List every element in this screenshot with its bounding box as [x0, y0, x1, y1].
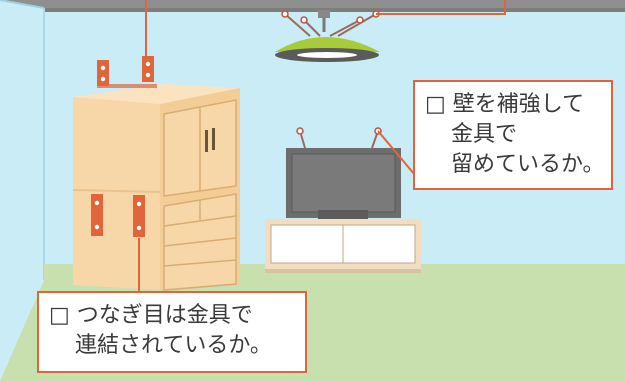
leader-line-tv: [377, 130, 416, 176]
leader-line-light: [376, 0, 506, 15]
ceiling-light-icon: [275, 10, 380, 62]
joint-bracket-icon: [91, 194, 145, 237]
cabinet-icon: [72, 84, 240, 291]
tv-icon: [286, 127, 401, 219]
metal-bracket-icon: [97, 56, 157, 88]
callout-wall-line1: □ 壁を補強して: [425, 92, 585, 117]
callout-wall-reinforcement: □ 壁を補強して 金具で 留めているか。: [413, 80, 613, 190]
callout-joint-line1: □ つなぎ目は金具で: [49, 303, 253, 328]
ceiling: [0, 0, 625, 8]
callout-joint-line2: 連結されているか。: [75, 333, 272, 358]
callout-wall-line2: 金具で: [451, 122, 518, 147]
ceiling-edge: [44, 8, 625, 12]
tv-stand-icon: [265, 219, 421, 273]
callout-joint-connection: □ つなぎ目は金具で 連結されているか。: [37, 291, 307, 373]
callout-wall-line3: 留めているか。: [451, 152, 605, 177]
left-wall: [0, 0, 44, 381]
